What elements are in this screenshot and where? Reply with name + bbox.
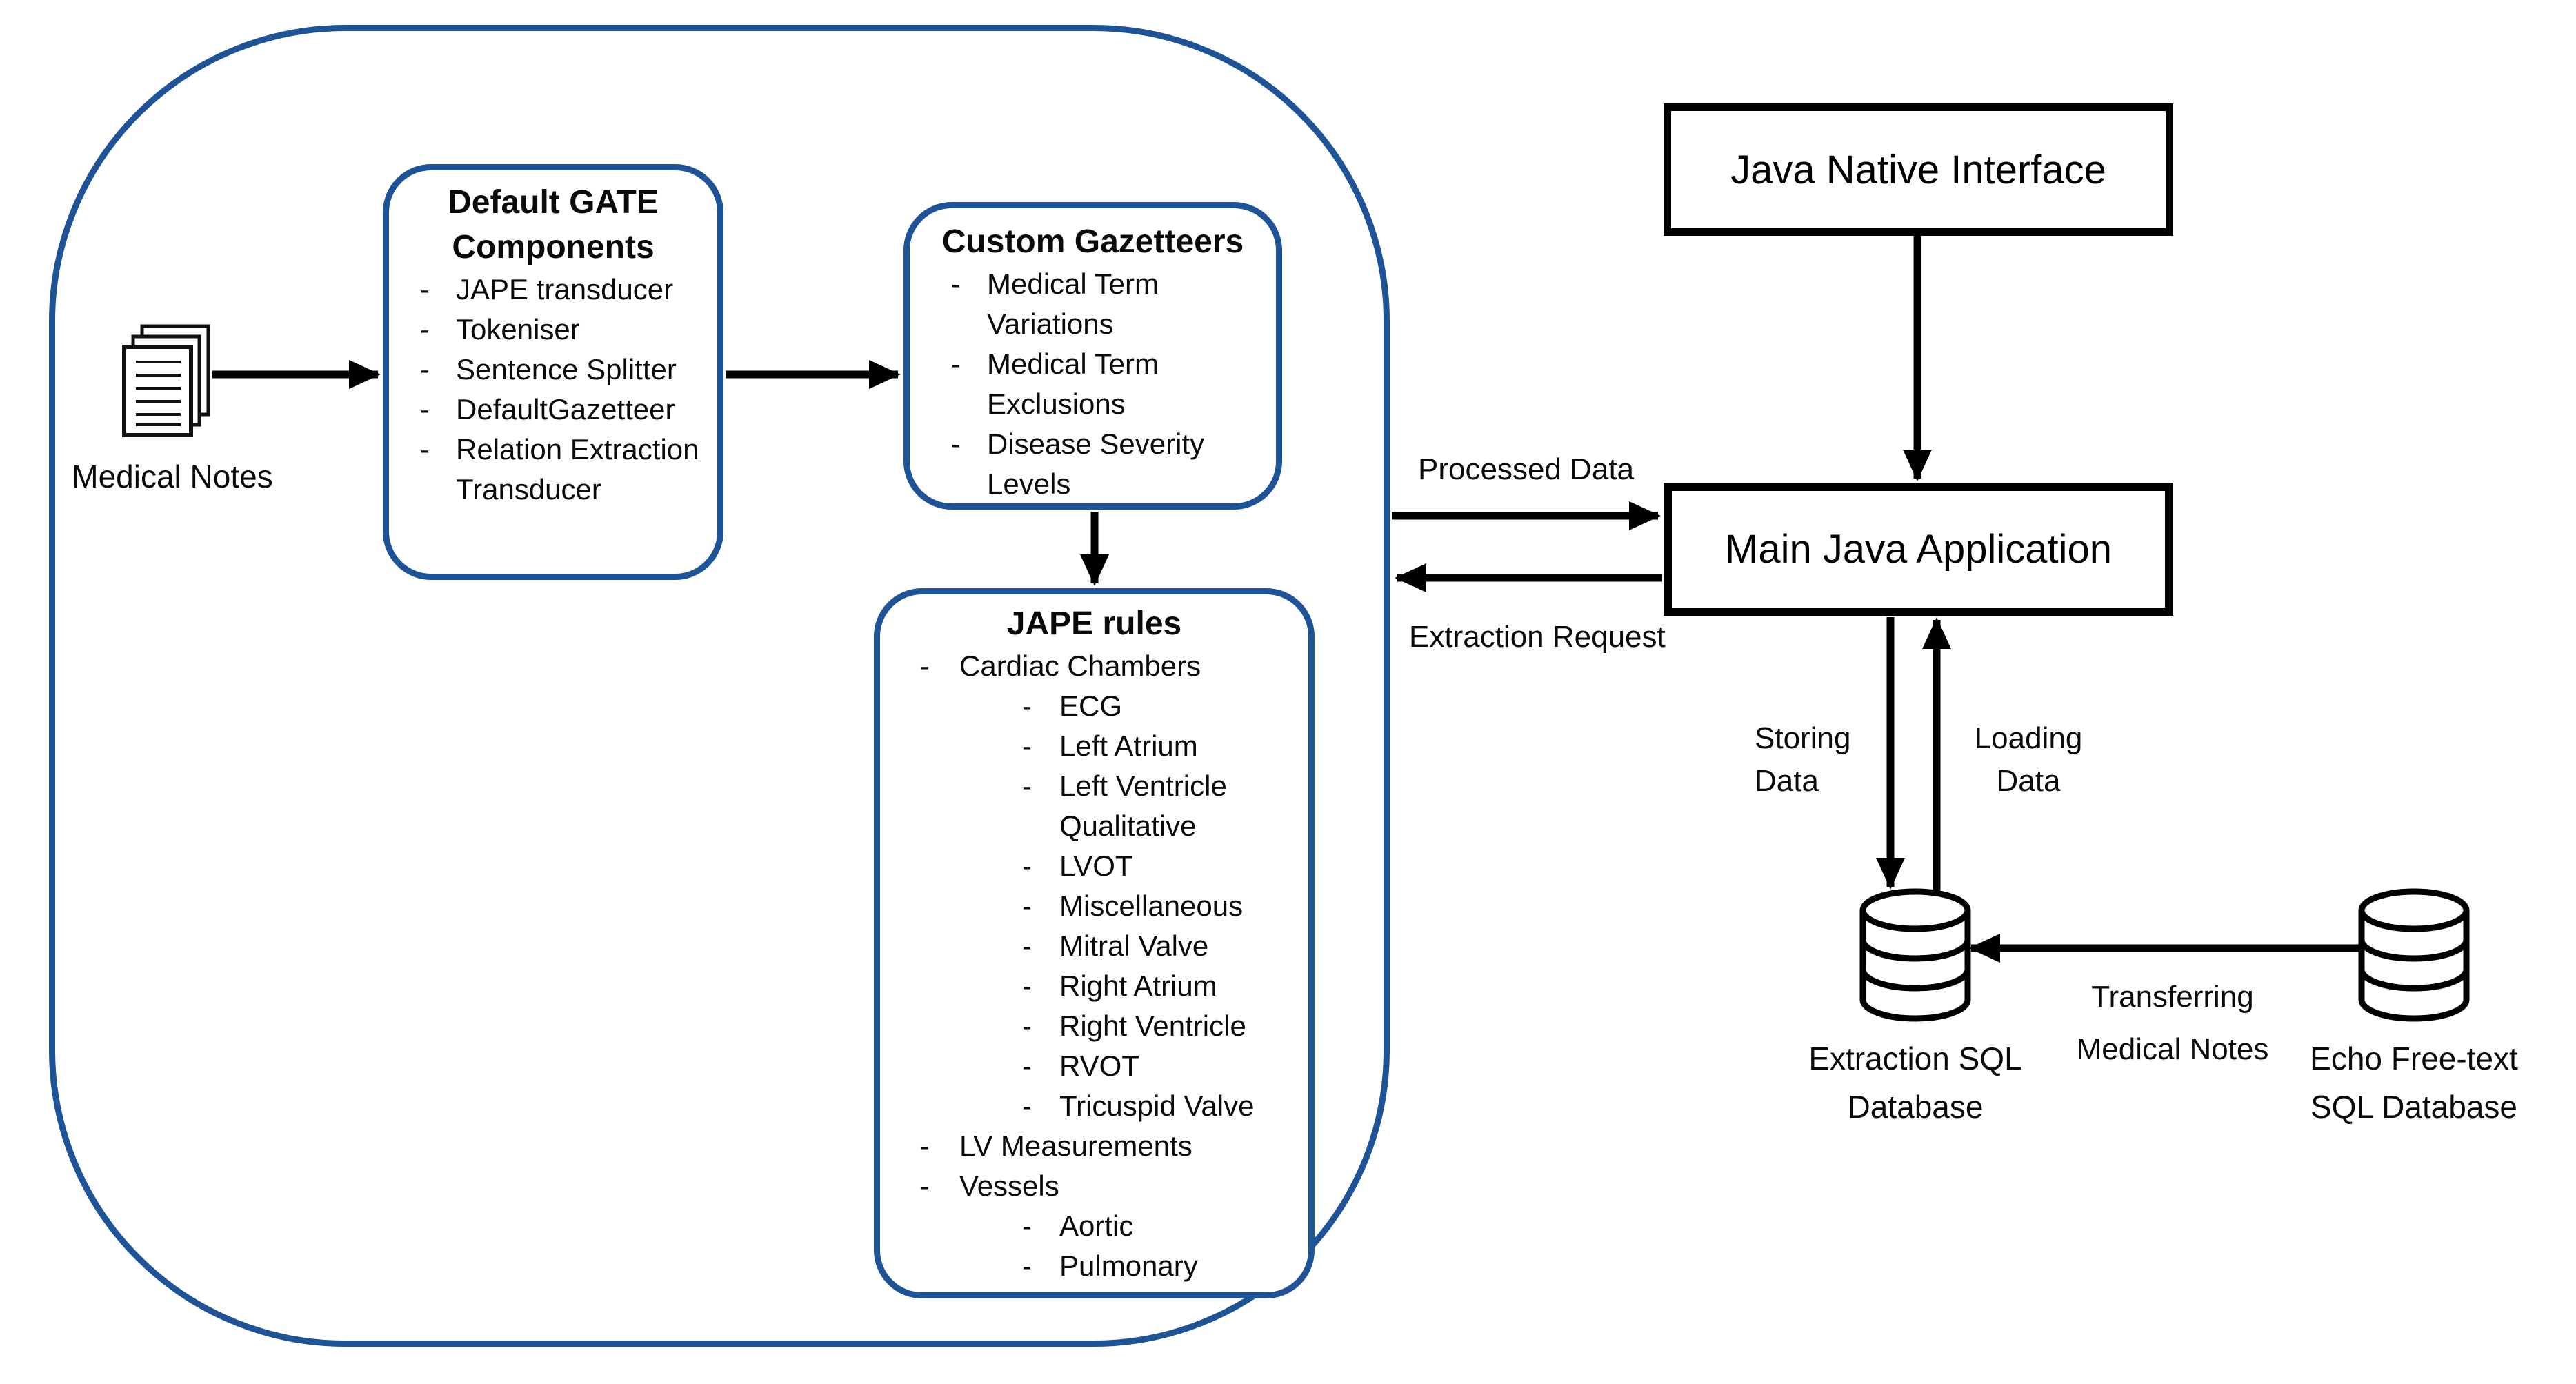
storing-data-label: Storing Data bbox=[1755, 721, 1851, 798]
jape-rules-list: - Cardiac Chambers - ECG - Left Atrium -… bbox=[920, 646, 1308, 1286]
list-item-text: Right Atrium bbox=[1059, 970, 1217, 1002]
dash-bullet: - bbox=[1022, 690, 1032, 722]
list-item: - LVOT bbox=[1022, 846, 1308, 886]
list-item: - Cardiac Chambers - ECG - Left Atrium -… bbox=[920, 646, 1308, 1126]
cardiac-chambers-sublist: - ECG - Left Atrium - Left Ventricle Qua… bbox=[1022, 686, 1308, 1126]
list-item: - Tricuspid Valve bbox=[1022, 1086, 1308, 1126]
list-item: - Disease Severity Levels bbox=[951, 424, 1276, 504]
gate-pipeline-boundary bbox=[49, 25, 1390, 1347]
list-item-text: Tokeniser bbox=[456, 313, 580, 345]
default-gate-components-list: - JAPE transducer - Tokeniser - Sentence… bbox=[420, 270, 717, 510]
custom-gazetteers-title: Custom Gazetteers bbox=[941, 223, 1244, 260]
echo-sql-database-label: Echo Free-text SQL Database bbox=[2310, 1041, 2518, 1125]
default-gate-components-box: Default GATE Components - JAPE transduce… bbox=[383, 164, 723, 580]
list-item: - DefaultGazetteer bbox=[420, 390, 717, 430]
list-item: - Right Ventricle bbox=[1022, 1006, 1308, 1046]
dash-bullet: - bbox=[920, 1130, 930, 1162]
list-item: - Medical Term Exclusions bbox=[951, 344, 1276, 424]
transferring-medical-notes-label: Transferring Medical Notes bbox=[2076, 980, 2269, 1066]
list-item-text: RVOT bbox=[1059, 1050, 1139, 1082]
list-item: - RVOT bbox=[1022, 1046, 1308, 1086]
loading-data-label: Loading Data bbox=[1974, 721, 2083, 798]
dash-bullet: - bbox=[1022, 1090, 1032, 1122]
java-native-interface-box: Java Native Interface bbox=[1664, 103, 2173, 236]
list-item: - Pulmonary bbox=[1022, 1246, 1308, 1286]
list-item-text: DefaultGazetteer bbox=[456, 393, 675, 425]
list-item: - Medical Term Variations bbox=[951, 264, 1276, 344]
dash-bullet: - bbox=[1022, 730, 1032, 762]
dash-bullet: - bbox=[420, 353, 430, 385]
list-item-text: LVOT bbox=[1059, 850, 1133, 882]
dash-bullet: - bbox=[420, 313, 430, 345]
list-item-text: Sentence Splitter bbox=[456, 353, 677, 385]
dash-bullet: - bbox=[420, 433, 430, 465]
extraction-sql-database-label: Extraction SQL Database bbox=[1808, 1041, 2022, 1125]
dash-bullet: - bbox=[420, 393, 430, 425]
dash-bullet: - bbox=[920, 650, 930, 682]
list-item: - Mitral Valve bbox=[1022, 926, 1308, 966]
extraction-database-cylinder-icon bbox=[1859, 888, 1971, 1022]
dash-bullet: - bbox=[920, 1170, 930, 1202]
custom-gazetteers-box: Custom Gazetteers - Medical Term Variati… bbox=[903, 202, 1282, 510]
list-item-text: Relation Extraction Transducer bbox=[456, 433, 699, 505]
dash-bullet: - bbox=[951, 348, 961, 380]
list-item-text: Left Ventricle Qualitative bbox=[1059, 770, 1227, 842]
echo-database-cylinder-icon bbox=[2358, 888, 2470, 1022]
list-item-text: Left Atrium bbox=[1059, 730, 1198, 762]
dash-bullet: - bbox=[951, 428, 961, 460]
list-item-text: Tricuspid Valve bbox=[1059, 1090, 1255, 1122]
dash-bullet: - bbox=[1022, 890, 1032, 922]
list-item: - Aortic bbox=[1022, 1206, 1308, 1246]
jape-rules-title: JAPE rules bbox=[1006, 605, 1182, 642]
dash-bullet: - bbox=[951, 268, 961, 300]
list-item: - Sentence Splitter bbox=[420, 350, 717, 390]
list-item: - ECG bbox=[1022, 686, 1308, 726]
java-native-interface-label: Java Native Interface bbox=[1730, 147, 2106, 192]
list-item-text: Medical Term Exclusions bbox=[987, 348, 1159, 420]
custom-gazetteers-list: - Medical Term Variations - Medical Term… bbox=[951, 264, 1276, 504]
dash-bullet: - bbox=[1022, 770, 1032, 802]
list-item-text: Pulmonary bbox=[1059, 1250, 1198, 1282]
list-item: - Relation Extraction Transducer bbox=[420, 430, 717, 510]
list-item-text: Mitral Valve bbox=[1059, 930, 1209, 962]
dash-bullet: - bbox=[420, 273, 430, 305]
list-item: - LV Measurements bbox=[920, 1126, 1308, 1166]
list-item: - Tokeniser bbox=[420, 310, 717, 350]
dash-bullet: - bbox=[1022, 970, 1032, 1002]
vessels-sublist: - Aortic - Pulmonary bbox=[1022, 1206, 1308, 1286]
list-item: - JAPE transducer bbox=[420, 270, 717, 310]
dash-bullet: - bbox=[1022, 930, 1032, 962]
processed-data-label: Processed Data bbox=[1418, 452, 1635, 486]
list-item-text: Medical Term Variations bbox=[987, 268, 1159, 340]
dash-bullet: - bbox=[1022, 1250, 1032, 1282]
list-item-text: Right Ventricle bbox=[1059, 1010, 1246, 1042]
list-item: - Left Atrium bbox=[1022, 726, 1308, 766]
list-item-text: Vessels bbox=[959, 1170, 1059, 1202]
list-item: - Right Atrium bbox=[1022, 966, 1308, 1006]
list-item-text: Aortic bbox=[1059, 1210, 1134, 1242]
extraction-request-label: Extraction Request bbox=[1409, 620, 1666, 654]
list-item-text: ECG bbox=[1059, 690, 1123, 722]
default-gate-components-title: Default GATE Components bbox=[448, 184, 659, 265]
main-java-application-box: Main Java Application bbox=[1664, 483, 2173, 616]
dash-bullet: - bbox=[1022, 850, 1032, 882]
dash-bullet: - bbox=[1022, 1050, 1032, 1082]
medical-notes-label: Medical Notes bbox=[72, 459, 273, 494]
list-item: - Left Ventricle Qualitative bbox=[1022, 766, 1308, 846]
dash-bullet: - bbox=[1022, 1010, 1032, 1042]
list-item: - Vessels - Aortic - Pulmonary bbox=[920, 1166, 1308, 1286]
list-item-text: Miscellaneous bbox=[1059, 890, 1244, 922]
dash-bullet: - bbox=[1022, 1210, 1032, 1242]
main-java-application-label: Main Java Application bbox=[1725, 527, 2112, 572]
list-item-text: JAPE transducer bbox=[456, 273, 674, 305]
list-item-text: LV Measurements bbox=[959, 1130, 1192, 1162]
jape-rules-box: JAPE rules - Cardiac Chambers - ECG - Le… bbox=[874, 588, 1315, 1298]
list-item-text: Disease Severity Levels bbox=[987, 428, 1205, 500]
list-item: - Miscellaneous bbox=[1022, 886, 1308, 926]
list-item-text: Cardiac Chambers bbox=[959, 650, 1201, 682]
